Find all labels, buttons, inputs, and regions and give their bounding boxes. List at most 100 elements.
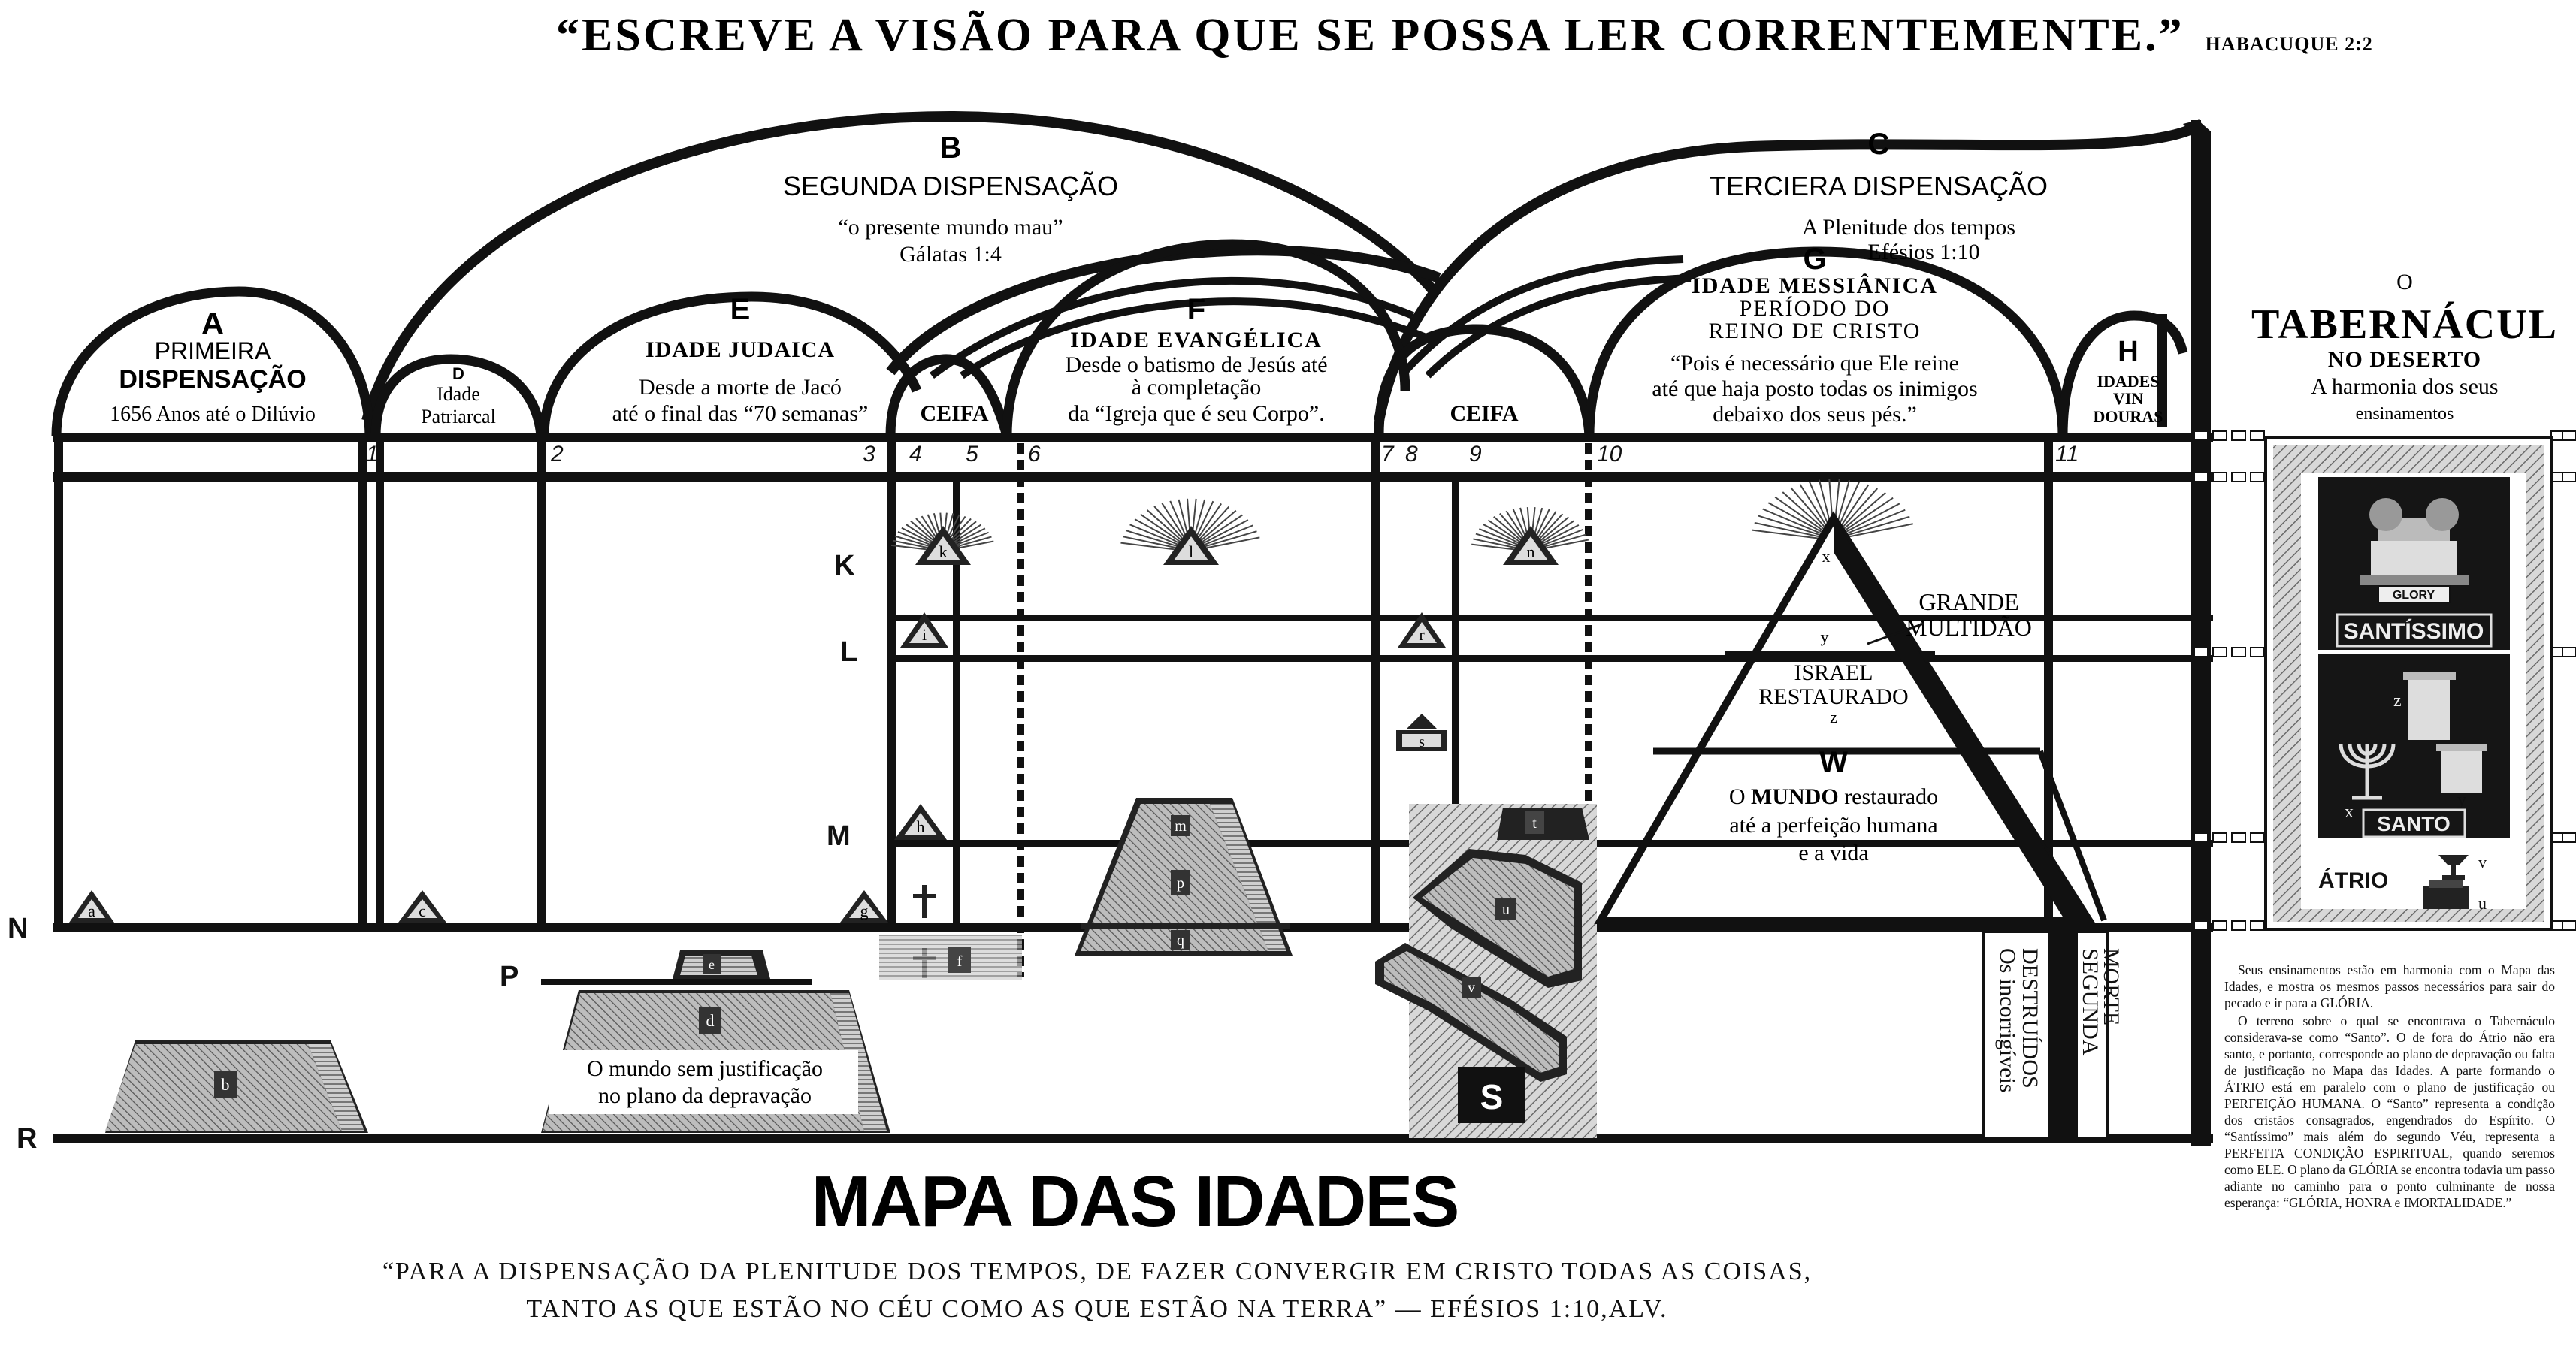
arch-h bbox=[2057, 310, 2188, 436]
marker-r: r bbox=[1398, 612, 1446, 648]
glory-ray bbox=[901, 527, 933, 545]
tabernacle-connectors bbox=[2194, 430, 2576, 931]
svg-text:A harmonia dos seus: A harmonia dos seus bbox=[2311, 374, 2498, 399]
disp-b-quote: “o presente mundo mau” bbox=[838, 215, 1063, 240]
svg-text:u: u bbox=[1502, 901, 1510, 918]
glory-ray bbox=[1493, 515, 1523, 542]
glory-ray bbox=[1838, 484, 1870, 530]
block-t: t bbox=[1497, 808, 1589, 840]
glory-ray bbox=[1203, 530, 1257, 548]
age-g-letter: G bbox=[1803, 243, 1826, 276]
glory-ray bbox=[1808, 481, 1831, 529]
glory-ray bbox=[954, 531, 989, 546]
glory-ray bbox=[1475, 533, 1519, 548]
connector-box bbox=[2212, 832, 2227, 843]
marker-n: n bbox=[1503, 526, 1559, 565]
marker-g: g bbox=[840, 890, 888, 923]
svg-text:k: k bbox=[939, 542, 948, 561]
num-10: 10 bbox=[1597, 442, 1622, 467]
arch-c-right-edge bbox=[2183, 120, 2211, 1146]
disp-c-title: TERCIERA DISPENSAÇÃO bbox=[1710, 171, 2048, 201]
glory-ray bbox=[1840, 488, 1879, 530]
glory-ray bbox=[1537, 513, 1564, 542]
marker-l: l bbox=[1163, 526, 1219, 565]
svg-text:y: y bbox=[1821, 627, 1829, 646]
marker-s: s bbox=[1396, 714, 1447, 751]
glory-ray bbox=[1841, 492, 1886, 531]
connector-box bbox=[2231, 430, 2246, 441]
glory-ray bbox=[1471, 543, 1518, 551]
svg-text:q: q bbox=[1177, 932, 1184, 949]
arch-c bbox=[1374, 119, 2205, 422]
age-e-line1: Desde a morte de Jacó bbox=[639, 375, 842, 400]
age-g-title1: IDADE MESSIÂNICA bbox=[1692, 273, 1938, 298]
age-h-text: H IDADES VIN DOURAS bbox=[2094, 336, 2163, 426]
connector-box bbox=[2250, 430, 2265, 441]
marker-a: a bbox=[69, 890, 114, 923]
svg-text:p: p bbox=[1177, 875, 1184, 892]
connector-box bbox=[2562, 832, 2576, 843]
second-death-column: Os incorrigíveis DESTRUÍDOS SEGUNDA MORT… bbox=[1982, 930, 2124, 1140]
incorrigiveis-1: Os incorrigíveis bbox=[1995, 948, 2020, 1092]
atrio-label: ÁTRIO bbox=[2318, 868, 2388, 893]
glory-ray bbox=[1535, 511, 1557, 541]
plane-n-label: N bbox=[8, 913, 28, 944]
age-g-line2: até que haja posto todas os inimigos bbox=[1652, 376, 1977, 401]
connector-box bbox=[2562, 920, 2576, 931]
age-h-line2: VIN bbox=[2113, 389, 2143, 408]
connector-box bbox=[2194, 832, 2209, 843]
crossing-arcs bbox=[930, 255, 1692, 379]
age-f-text: F IDADE EVANGÉLICA Desde o batismo de Je… bbox=[1065, 293, 1327, 426]
svg-text:b: b bbox=[222, 1075, 230, 1094]
segunda-morte-2: MORTE bbox=[2099, 948, 2124, 1025]
glory-ray bbox=[1758, 515, 1822, 536]
glory-ray bbox=[1790, 487, 1828, 530]
svg-text:y: y bbox=[2457, 790, 2466, 810]
disp-c-ref: Efésios 1:10 bbox=[1867, 240, 1979, 264]
age-f-line2: à completação bbox=[1132, 375, 1261, 400]
section-numbers: 1 2 3 4 5 6 7 8 9 10 11 bbox=[366, 442, 2079, 467]
glory-ray bbox=[1782, 491, 1826, 531]
header-reference: HABACUQUE 2:2 bbox=[2205, 33, 2373, 55]
glory-ray bbox=[1774, 496, 1825, 533]
svg-text:n: n bbox=[1527, 542, 1535, 561]
glory-ray bbox=[1843, 503, 1900, 534]
israel-restaurado-2: RESTAURADO bbox=[1758, 684, 1908, 709]
ceifa-2: CEIFA bbox=[1450, 401, 1518, 426]
candlestick-icon bbox=[2339, 743, 2396, 800]
tabernacle-notes: Seus ensinamentos estão em harmonia com … bbox=[2224, 962, 2555, 1337]
glory-ray bbox=[1512, 509, 1528, 540]
main-title: MAPA DAS IDADES bbox=[811, 1161, 1460, 1242]
num-7: 7 bbox=[1381, 442, 1395, 467]
glory-ray bbox=[1473, 538, 1518, 549]
santissimo-label: SANTÍSSIMO bbox=[2344, 618, 2484, 644]
plane-l bbox=[890, 655, 2213, 662]
disp-c-text: A Plenitude dos tempos bbox=[1802, 215, 2015, 240]
glory-ray bbox=[1194, 500, 1214, 540]
second-death-band bbox=[1834, 518, 2107, 922]
block-d: d O mundo sem justificação no plano da d… bbox=[541, 990, 890, 1133]
svg-text:c: c bbox=[419, 901, 426, 920]
header-quote: “ESCREVE A VISÃO PARA QUE SE POSSA LER C… bbox=[556, 9, 2435, 62]
svg-text:x: x bbox=[1822, 547, 1831, 566]
mundo-line3: e a vida bbox=[1798, 841, 1868, 865]
glory-ray bbox=[1199, 509, 1237, 542]
arch-ceifa1 bbox=[885, 354, 1012, 437]
arch-b bbox=[361, 110, 1440, 422]
connector-box bbox=[2194, 430, 2209, 441]
svg-text:x: x bbox=[2345, 802, 2354, 822]
connector-box bbox=[2250, 647, 2265, 657]
marker-f: f bbox=[948, 947, 971, 973]
glory-ray bbox=[1540, 520, 1575, 544]
disp-c-letter: C bbox=[1868, 128, 1890, 161]
glory-ray bbox=[890, 544, 930, 551]
top-band-1 bbox=[53, 433, 2213, 442]
connector-box bbox=[2231, 472, 2246, 482]
arch-h-edge bbox=[2157, 314, 2167, 427]
glory-ray bbox=[952, 524, 981, 544]
connector-box bbox=[2231, 920, 2246, 931]
connector-box bbox=[2194, 472, 2209, 482]
glory-ray bbox=[1543, 539, 1589, 550]
footer-line-1: “PARA A DISPENSAÇÃO DA PLENITUDE DOS TEM… bbox=[382, 1258, 1813, 1285]
